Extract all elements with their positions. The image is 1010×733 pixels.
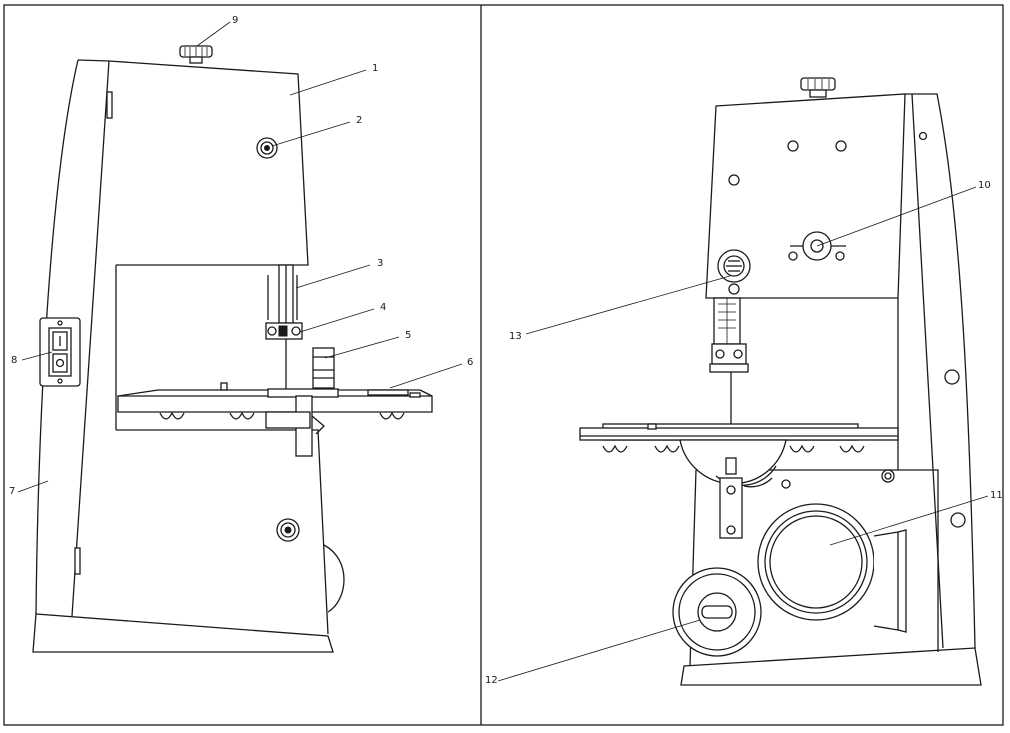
hinge-upper xyxy=(106,91,113,119)
diagram-frame xyxy=(3,4,1004,726)
front-lower-cabinet xyxy=(897,298,939,652)
callout-label-6: 6 xyxy=(467,357,473,368)
switch-off-button xyxy=(52,353,68,373)
callout-label-2: 2 xyxy=(356,115,362,126)
side-view xyxy=(32,45,433,653)
motor-bulge xyxy=(323,544,345,613)
upper-screw xyxy=(256,137,278,159)
side-spine xyxy=(35,59,79,615)
callout-lines xyxy=(17,21,989,682)
callout-label-8: 8 xyxy=(11,355,17,366)
front-upper-blade-guide xyxy=(711,343,747,365)
side-base xyxy=(32,613,334,653)
lower-screw xyxy=(276,518,300,542)
dust-port xyxy=(757,503,875,621)
lower-wheel-housing xyxy=(116,429,329,635)
front-column xyxy=(905,93,976,649)
front-base xyxy=(680,647,982,686)
front-view xyxy=(579,77,982,686)
callout-label-11: 11 xyxy=(990,490,1003,501)
upper-wheel-housing xyxy=(108,60,309,266)
callout-labels: 1 2 3 4 5 6 7 8 9 10 11 12 13 xyxy=(9,15,1003,686)
callout-label-9: 9 xyxy=(232,15,238,26)
front-tension-knob xyxy=(800,77,836,91)
callout-label-10: 10 xyxy=(978,180,991,191)
callout-label-1: 1 xyxy=(372,63,378,74)
callout-label-7: 7 xyxy=(9,486,15,497)
callout-label-12: 12 xyxy=(485,675,498,686)
callout-label-3: 3 xyxy=(377,258,383,269)
callout-label-4: 4 xyxy=(380,302,386,313)
callout-label-5: 5 xyxy=(405,330,411,341)
hinge-lower xyxy=(74,547,81,575)
rip-fence xyxy=(312,347,335,389)
tilt-bracket xyxy=(719,477,743,539)
callout-label-13: 13 xyxy=(509,331,522,342)
work-table xyxy=(117,395,433,413)
